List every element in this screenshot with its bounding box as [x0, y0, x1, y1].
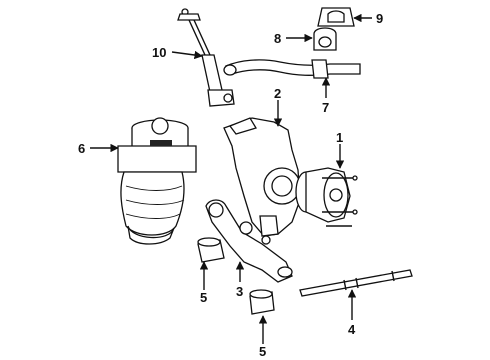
stabilizer-link [177, 8, 235, 107]
wheel-hub [295, 167, 358, 227]
lower-control-arm [205, 199, 293, 283]
callout-1: 1 [336, 130, 343, 145]
callout-10: 10 [152, 45, 166, 60]
control-arm-bushing-lower [249, 289, 275, 315]
control-arm-bushing-upper [197, 237, 225, 263]
callout-6: 6 [78, 141, 85, 156]
callout-5-upper: 5 [200, 290, 207, 305]
callout-9: 9 [376, 11, 383, 26]
callout-3: 3 [236, 284, 243, 299]
stabilizer-bushing [313, 27, 337, 51]
callout-7: 7 [322, 100, 329, 115]
callout-8: 8 [274, 31, 281, 46]
callout-4: 4 [348, 322, 356, 337]
callout-5-lower: 5 [259, 344, 266, 359]
callout-2: 2 [274, 86, 281, 101]
stabilizer-bracket [317, 7, 355, 27]
stabilizer-bar [223, 59, 361, 79]
air-spring [117, 117, 197, 245]
axle-shaft [299, 269, 413, 297]
